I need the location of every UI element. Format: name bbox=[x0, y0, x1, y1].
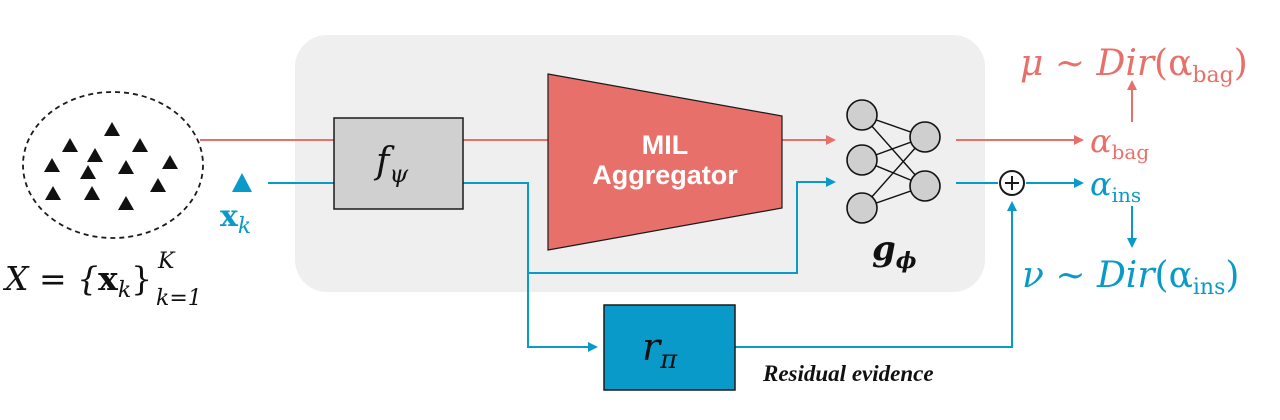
mlp-node bbox=[846, 99, 878, 131]
sum-node bbox=[999, 170, 1025, 196]
bag-set-label: X = {xk} bbox=[2, 259, 152, 303]
encoder-psi-label: ψ bbox=[389, 160, 409, 188]
instance-label: xk bbox=[220, 199, 251, 239]
mlp-node bbox=[909, 121, 941, 153]
mlp-label: gϕ bbox=[872, 229, 917, 274]
svg-text:rπ: rπ bbox=[642, 325, 678, 375]
instance-triangle-blue bbox=[232, 173, 252, 192]
bag-ellipse bbox=[22, 91, 204, 239]
nu-distribution-label: ν ∼ Dir(αins) bbox=[1022, 255, 1239, 300]
residual-to-sum-arrow bbox=[735, 201, 1017, 348]
residual-pi-label: π bbox=[659, 345, 678, 375]
mlp-node bbox=[846, 144, 878, 176]
bag-set-superscript: K bbox=[157, 249, 176, 274]
residual-caption: Residual evidence bbox=[762, 361, 934, 386]
residual-r-label: r bbox=[642, 325, 663, 369]
mil-aggregator: MIL Aggregator bbox=[547, 73, 783, 251]
aggregator-line1: MIL bbox=[642, 130, 689, 160]
alpha-ins-label: αins bbox=[1090, 165, 1141, 207]
mlp-node bbox=[909, 170, 941, 202]
instance-triangles bbox=[44, 122, 178, 210]
encoder-to-residual-arrow bbox=[527, 273, 598, 352]
mlp-node bbox=[846, 192, 878, 224]
encoder-to-mlp-arrow bbox=[463, 177, 836, 274]
encoder-box: fψ bbox=[333, 117, 464, 210]
aggregator-line2: Aggregator bbox=[592, 160, 738, 190]
mlp-network: gϕ bbox=[846, 99, 941, 274]
mu-distribution-label: μ ∼ Dir(αbag) bbox=[1020, 43, 1248, 88]
residual-box: rπ bbox=[603, 304, 736, 391]
alpha-bag-label: αbag bbox=[1090, 122, 1149, 164]
bag-set-subscript: k=1 bbox=[156, 286, 202, 311]
